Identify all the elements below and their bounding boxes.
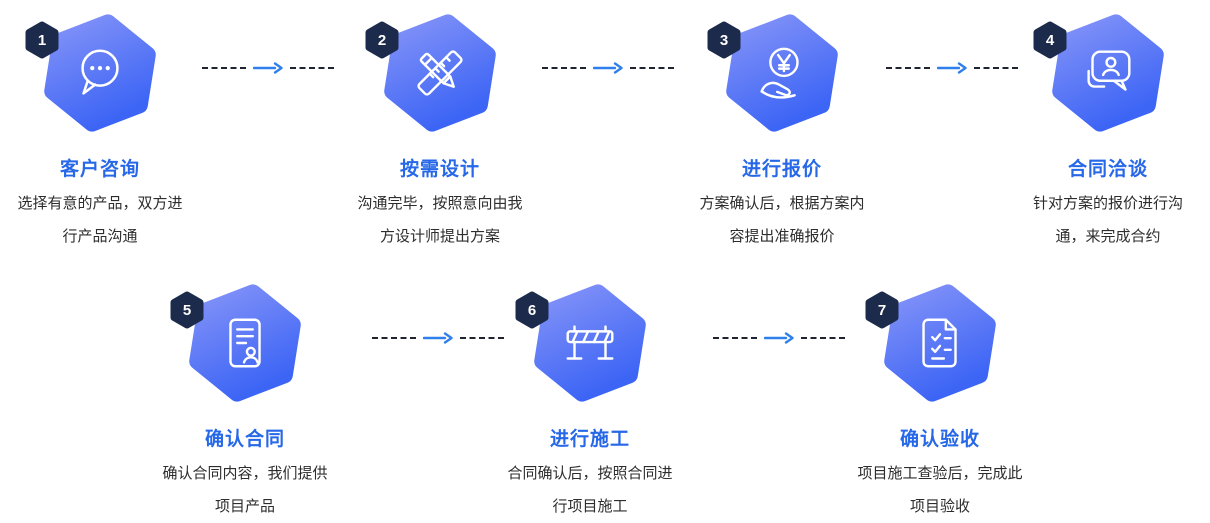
dashed-line xyxy=(886,67,930,69)
arrow-right-icon xyxy=(253,62,283,74)
step-desc-line: 项目施工查验后，完成此 xyxy=(857,465,1023,482)
dashed-line xyxy=(460,337,504,339)
dashed-line xyxy=(630,67,674,69)
step-desc-line: 合同确认后，按照合同进 xyxy=(507,465,673,482)
step-number-badge: 4 xyxy=(1030,18,1070,62)
step-number-badge: 1 xyxy=(22,18,62,62)
step-title: 进行施工 xyxy=(549,429,630,450)
step-desc-line: 选择有意的产品，双方进 xyxy=(17,195,183,212)
dashed-line xyxy=(974,67,1018,69)
step-hexagon: 6 xyxy=(526,276,654,410)
step-2: 2 按需设计 沟通完毕，按照意向由我 方设计师提出方案 xyxy=(315,6,565,253)
step-number: 1 xyxy=(37,31,47,49)
step-desc-line: 确认合同内容，我们提供 xyxy=(162,465,328,482)
step-number-badge: 5 xyxy=(167,288,207,332)
step-1: 1 客户咨询 选择有意的产品，双方进 行产品沟通 xyxy=(0,6,225,253)
flow-arrow-6-7 xyxy=(713,332,845,344)
arrow-right-icon xyxy=(937,62,967,74)
step-title: 确认合同 xyxy=(204,429,285,450)
step-hexagon: 1 xyxy=(36,6,164,140)
dashed-line xyxy=(801,337,845,339)
step-3: 3 进行报价 方案确认后，根据方案内 容提出准确报价 xyxy=(657,6,907,253)
step-number-badge: 3 xyxy=(704,18,744,62)
step-number-badge: 6 xyxy=(512,288,552,332)
step-description: 项目施工查验后，完成此 项目验收 xyxy=(815,457,1065,523)
step-desc-line: 方设计师提出方案 xyxy=(379,228,500,245)
step-desc-line: 沟通完毕，按照意向由我 xyxy=(357,195,523,212)
step-6: 6 进行施工 合同确认后，按照合同进 行项目施工 xyxy=(465,276,715,523)
step-number: 3 xyxy=(719,31,729,49)
step-desc-line: 项目产品 xyxy=(214,498,275,515)
step-number-badge: 7 xyxy=(862,288,902,332)
step-number-badge: 2 xyxy=(362,18,402,62)
step-7: 7 确认验收 项目施工查验后，完成此 项目验收 xyxy=(815,276,1065,523)
arrow-right-icon xyxy=(764,332,794,344)
step-number: 7 xyxy=(877,301,887,319)
step-desc-line: 行产品沟通 xyxy=(62,228,138,245)
step-desc-line: 项目验收 xyxy=(909,498,970,515)
flow-arrow-3-4 xyxy=(886,62,1018,74)
step-hexagon: 5 xyxy=(181,276,309,410)
step-number: 6 xyxy=(527,301,537,319)
design-icon xyxy=(376,6,504,140)
step-description: 方案确认后，根据方案内 容提出准确报价 xyxy=(657,187,907,253)
dashed-line xyxy=(372,337,416,339)
flow-arrow-2-3 xyxy=(542,62,674,74)
step-desc-line: 方案确认后，根据方案内 xyxy=(699,195,865,212)
step-hexagon: 2 xyxy=(376,6,504,140)
negotiation-icon xyxy=(1044,6,1172,140)
step-desc-line: 行项目施工 xyxy=(552,498,628,515)
dashed-line xyxy=(713,337,757,339)
step-5: 5 确认合同 确认合同内容，我们提供 项目产品 xyxy=(120,276,370,523)
construction-icon xyxy=(526,276,654,410)
step-hexagon: 4 xyxy=(1044,6,1172,140)
acceptance-icon xyxy=(876,276,1004,410)
step-title: 确认验收 xyxy=(899,429,980,450)
arrow-right-icon xyxy=(423,332,453,344)
flow-arrow-1-2 xyxy=(202,62,334,74)
step-hexagon: 7 xyxy=(876,276,1004,410)
step-title: 合同洽谈 xyxy=(1067,159,1148,180)
dashed-line xyxy=(202,67,246,69)
step-description: 确认合同内容，我们提供 项目产品 xyxy=(120,457,370,523)
dashed-line xyxy=(542,67,586,69)
step-title: 按需设计 xyxy=(399,159,480,180)
step-hexagon: 3 xyxy=(718,6,846,140)
step-desc-line: 通，来完成合约 xyxy=(1055,228,1161,245)
dashed-line xyxy=(290,67,334,69)
step-desc-line: 针对方案的报价进行沟 xyxy=(1032,195,1183,212)
chat-icon xyxy=(36,6,164,140)
step-number: 2 xyxy=(377,31,387,49)
step-desc-line: 容提出准确报价 xyxy=(729,228,835,245)
quote-icon xyxy=(718,6,846,140)
contract-icon xyxy=(181,276,309,410)
step-number: 4 xyxy=(1045,31,1055,49)
step-number: 5 xyxy=(182,301,192,319)
step-description: 合同确认后，按照合同进 行项目施工 xyxy=(465,457,715,523)
step-4: 4 合同洽谈 针对方案的报价进行沟 通，来完成合约 xyxy=(983,6,1210,253)
step-title: 客户咨询 xyxy=(59,159,140,180)
flow-arrow-5-6 xyxy=(372,332,504,344)
arrow-right-icon xyxy=(593,62,623,74)
step-description: 沟通完毕，按照意向由我 方设计师提出方案 xyxy=(315,187,565,253)
step-description: 选择有意的产品，双方进 行产品沟通 xyxy=(0,187,225,253)
step-title: 进行报价 xyxy=(741,159,822,180)
step-description: 针对方案的报价进行沟 通，来完成合约 xyxy=(983,187,1210,253)
